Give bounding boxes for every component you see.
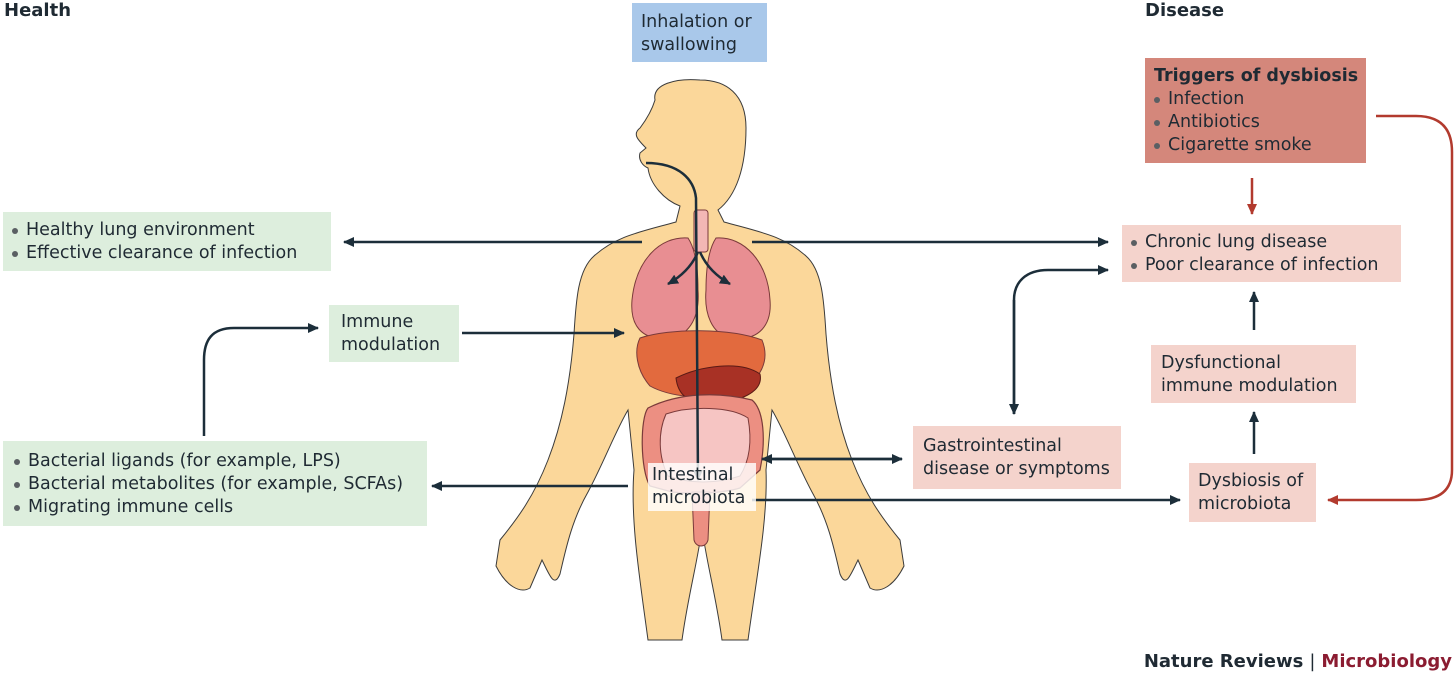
healthy-lung-item: Effective clearance of infection xyxy=(12,242,331,265)
airway-path xyxy=(645,161,731,481)
gi-box: Gastrointestinal disease or symptoms xyxy=(913,426,1121,489)
credit-section: Microbiology xyxy=(1321,651,1452,672)
intestinal-line2: microbiota xyxy=(652,488,746,508)
immune-modulation-line1: Immune xyxy=(341,312,414,332)
trigger-item: Antibiotics xyxy=(1154,111,1366,134)
immune-modulation-box: Immune modulation xyxy=(329,305,459,362)
intestinal-line1: Intestinal xyxy=(652,465,734,485)
dark-arrows xyxy=(202,237,1259,505)
bacterial-item: Bacterial ligands (for example, LPS) xyxy=(14,450,427,473)
dysbiosis-line2: microbiota xyxy=(1198,494,1292,514)
dysfunctional-box: Dysfunctional immune modulation xyxy=(1151,345,1356,403)
red-arrows xyxy=(1247,114,1454,505)
bacterial-item: Bacterial metabolites (for example, SCFA… xyxy=(14,473,427,496)
dysbiosis-box: Dysbiosis of microbiota xyxy=(1189,463,1316,522)
dysbiosis-line1: Dysbiosis of xyxy=(1198,471,1304,491)
immune-modulation-line2: modulation xyxy=(341,335,441,355)
triggers-box: Triggers of dysbiosis Infection Antibiot… xyxy=(1145,58,1366,163)
bacterial-item: Migrating immune cells xyxy=(14,496,427,519)
journal-credit: Nature Reviews|Microbiology xyxy=(1144,651,1452,672)
credit-separator: | xyxy=(1309,651,1316,672)
chronic-lung-box: Chronic lung disease Poor clearance of i… xyxy=(1122,225,1401,282)
intestinal-label: Intestinal microbiota xyxy=(648,463,756,511)
credit-journal: Nature Reviews xyxy=(1143,651,1304,672)
bacterial-box: Bacterial ligands (for example, LPS) Bac… xyxy=(3,441,427,526)
trigger-item: Cigarette smoke xyxy=(1154,134,1366,157)
chronic-lung-item: Chronic lung disease xyxy=(1131,231,1401,254)
disease-heading: Disease xyxy=(1145,0,1225,21)
healthy-lung-box: Healthy lung environment Effective clear… xyxy=(3,212,331,271)
inhalation-box: Inhalation or swallowing xyxy=(632,3,767,62)
trigger-item: Infection xyxy=(1154,88,1366,111)
triggers-title: Triggers of dysbiosis xyxy=(1154,66,1359,86)
chronic-lung-item: Poor clearance of infection xyxy=(1131,254,1401,277)
gi-line2: disease or symptoms xyxy=(923,459,1110,479)
healthy-lung-item: Healthy lung environment xyxy=(12,219,331,242)
dysfunctional-line1: Dysfunctional xyxy=(1161,353,1282,373)
inhalation-line1: Inhalation or xyxy=(641,12,752,32)
dysfunctional-line2: immune modulation xyxy=(1161,376,1338,396)
gi-line1: Gastrointestinal xyxy=(923,436,1062,456)
inhalation-line2: swallowing xyxy=(641,35,737,55)
health-heading: Health xyxy=(4,0,72,21)
